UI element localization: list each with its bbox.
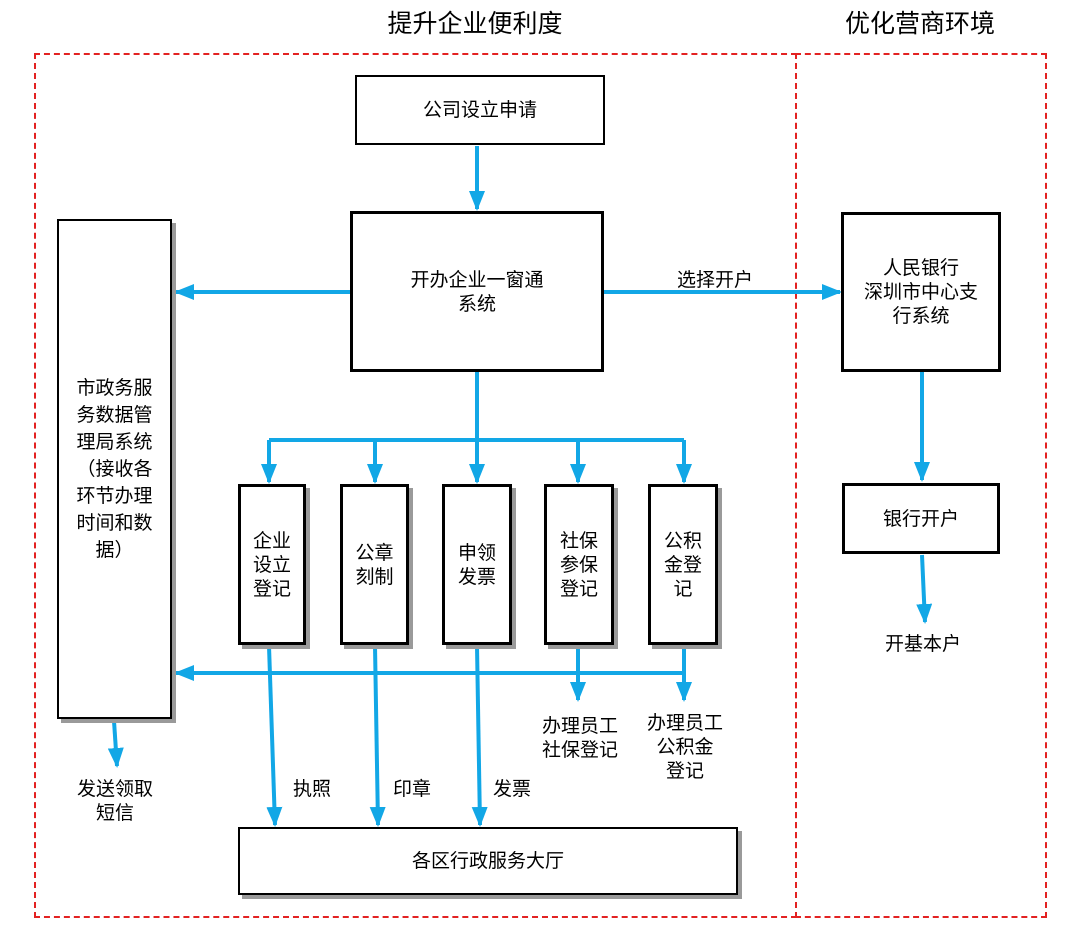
seal-carving-box: 公章 刻制 [340, 484, 409, 645]
gov-data-bureau-box: 市政务服 务数据管 理局系统 （接收各 环节办理 时间和数 据） [57, 219, 172, 719]
social-security-registration-box: 社保 参保 登记 [544, 484, 614, 645]
business-registration-box: 企业 设立 登记 [238, 484, 306, 645]
housing-fund-registration-label: 公积 金登 记 [663, 529, 702, 600]
invoice-application-box: 申领 发票 [442, 484, 512, 645]
housing-fund-registration-box: 公积 金登 记 [648, 484, 718, 645]
bank-account-opening-box: 银行开户 [842, 483, 1000, 554]
admin-service-hall-label: 各区行政服务大厅 [411, 850, 564, 872]
business-registration-label: 企业 设立 登记 [252, 529, 291, 600]
seal-carving-label: 公章 刻制 [355, 541, 394, 588]
one-window-system-box: 开办企业一窗通 系统 [350, 211, 604, 372]
invoice-label: 发票 [492, 778, 531, 800]
gov-data-bureau-label: 市政务服 务数据管 理局系统 （接收各 环节办理 时间和数 据） [76, 376, 153, 561]
arrow-bank-down [916, 554, 933, 624]
arrow-bureau-down [107, 720, 124, 768]
staff-housing-fund-label: 办理员工 公积金 登记 [646, 712, 723, 782]
admin-service-hall-box: 各区行政服务大厅 [238, 827, 738, 895]
pboc-system-label: 人民银行 深圳市中心支 行系统 [863, 257, 978, 327]
send-sms-label: 发送领取 短信 [76, 778, 153, 824]
seal-label: 印章 [392, 778, 431, 800]
one-window-system-label: 开办企业一窗通 系统 [410, 268, 544, 315]
invoice-application-label: 申领 发票 [457, 541, 496, 588]
select-account-label: 选择开户 [676, 269, 753, 291]
basic-account-label: 开基本户 [884, 633, 961, 655]
left-section-title: 提升企业便利度 [387, 9, 563, 38]
company-application-box: 公司设立申请 [355, 75, 605, 145]
right-section-title: 优化营商环境 [844, 9, 995, 38]
arrow-invoice-to-hall [471, 645, 488, 827]
staff-social-security-label: 办理员工 社保登记 [541, 715, 618, 761]
company-application-label: 公司设立申请 [422, 99, 537, 121]
right-region-border [795, 53, 1047, 918]
bank-account-opening-label: 银行开户 [882, 507, 959, 530]
license-label: 执照 [292, 778, 331, 800]
pboc-system-box: 人民银行 深圳市中心支 行系统 [841, 212, 1001, 372]
social-security-registration-label: 社保 参保 登记 [559, 529, 598, 600]
arrow-license-to-hall [266, 645, 283, 827]
arrow-seal-to-hall [369, 645, 386, 827]
